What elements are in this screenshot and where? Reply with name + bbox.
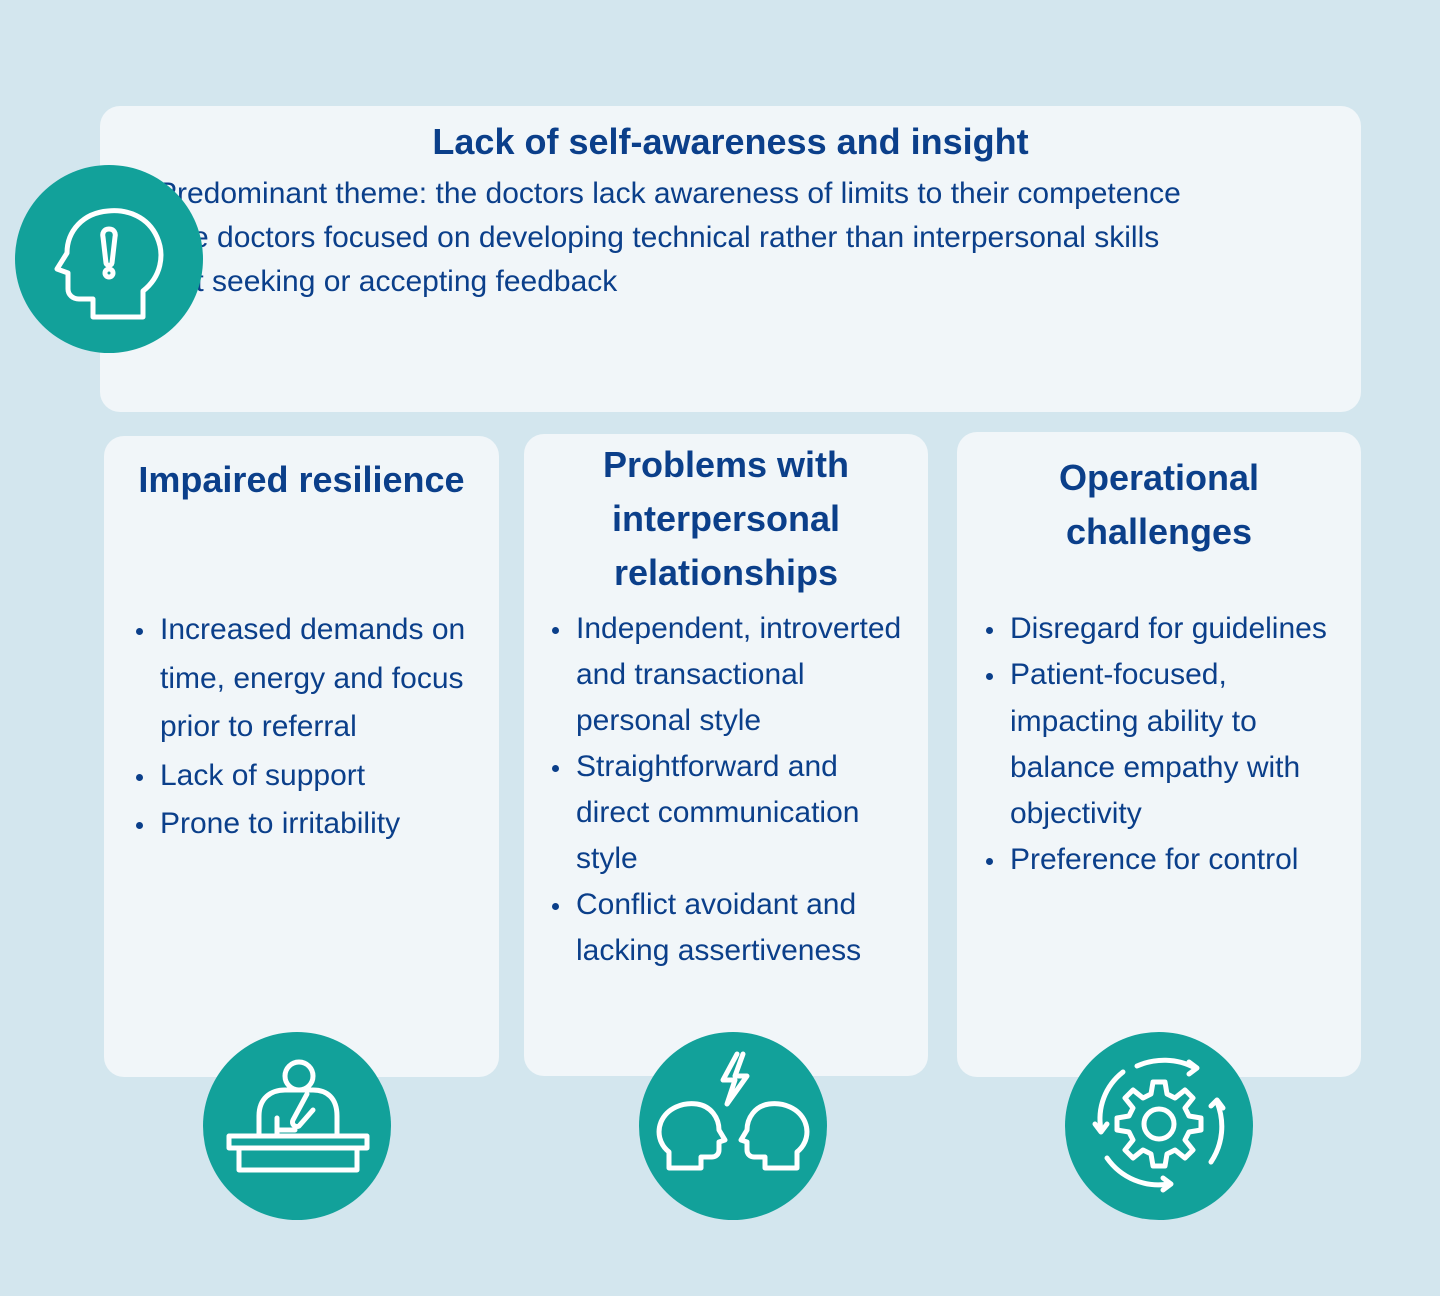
operational-challenges-list: Disregard for guidelines Patient-focused… [986, 606, 1350, 884]
impaired-resilience-card [104, 436, 499, 1077]
operational-challenges-title: Operational challenges [1058, 457, 1260, 552]
interpersonal-relationships-card [524, 434, 928, 1076]
top-card-list: Predominant theme: the doctors lack awar… [133, 172, 1237, 304]
interpersonal-relationships-list: Independent, introverted and transaction… [552, 606, 916, 974]
list-item: Preference for control [986, 837, 1350, 883]
top-card-title: Lack of self-awareness and insight [432, 121, 1029, 162]
impaired-resilience-title: Impaired resilience [138, 459, 465, 500]
list-item: Lack of support [136, 752, 490, 801]
list-item: Prone to irritability [136, 800, 490, 849]
gear-cycle-icon [1065, 1032, 1253, 1220]
list-item: The doctors focused on developing techni… [133, 216, 1237, 260]
head-exclamation-icon [15, 165, 203, 353]
two-heads-conflict-icon [639, 1032, 827, 1220]
list-item: Predominant theme: the doctors lack awar… [133, 172, 1237, 216]
list-item: Disregard for guidelines [986, 606, 1350, 652]
list-item: Conflict avoidant and lacking assertiven… [552, 882, 916, 974]
list-item: Independent, introverted and transaction… [552, 606, 916, 744]
list-item: Straightforward and direct communication… [552, 744, 916, 882]
list-item: Not seeking or accepting feedback [133, 260, 1237, 304]
interpersonal-relationships-title: Problems with interpersonal relationship… [602, 444, 850, 593]
list-item: Patient-focused, impacting ability to ba… [986, 652, 1350, 837]
list-item: Increased demands on time, energy and fo… [136, 606, 490, 752]
operational-challenges-card [957, 432, 1361, 1077]
person-at-desk-icon [203, 1032, 391, 1220]
top-card [100, 106, 1361, 412]
impaired-resilience-list: Increased demands on time, energy and fo… [136, 606, 490, 849]
